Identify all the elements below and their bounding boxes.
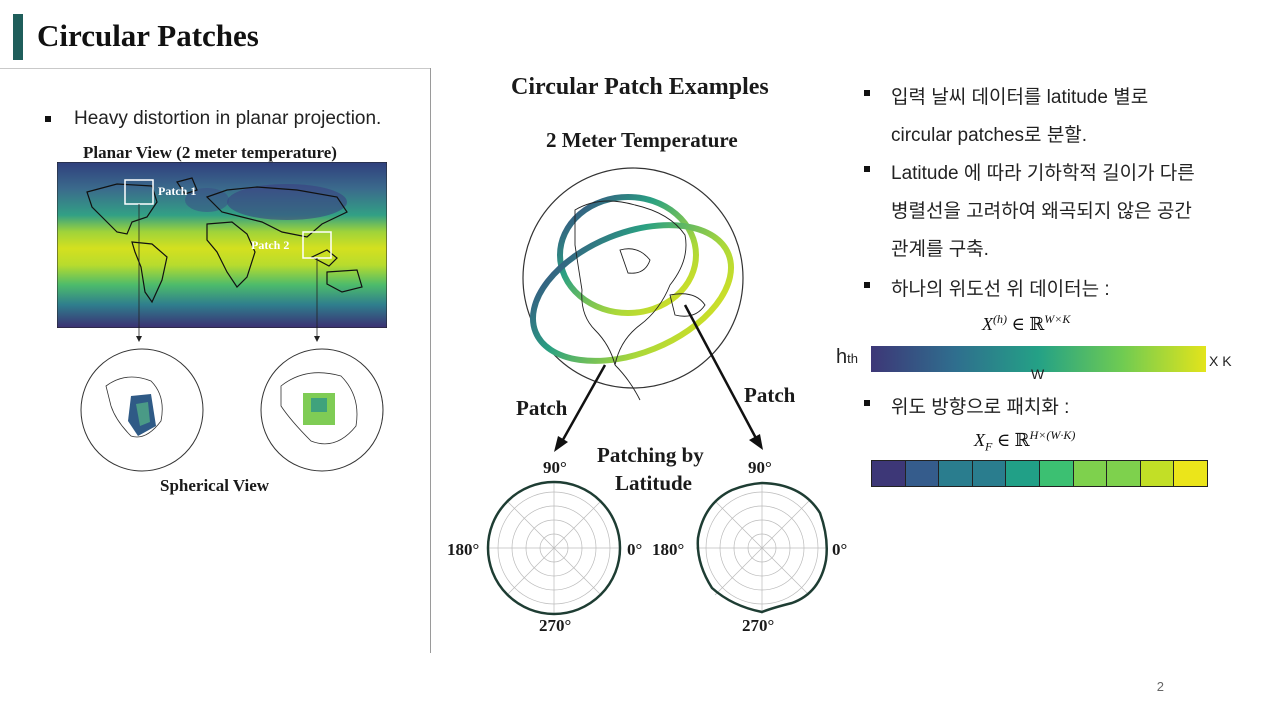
- bullet-marker: [864, 282, 870, 288]
- spherical-view-title: Spherical View: [160, 476, 270, 495]
- bar-xk-label: X K: [1209, 353, 1232, 369]
- right-bullet-2-line-3: 관계를 구축.: [891, 239, 989, 260]
- patch-label-left: Patch: [516, 396, 568, 420]
- bar-h-label: hth: [836, 346, 858, 368]
- polar-plot-left: [486, 480, 622, 616]
- patch-label-right: Patch: [744, 383, 796, 407]
- patch-cell: [905, 461, 940, 486]
- bullet-marker: [864, 166, 870, 172]
- spherical-view-globes: [80, 326, 384, 472]
- polar-right-270: 270°: [742, 616, 775, 635]
- circular-patch-examples-title: Circular Patch Examples: [511, 74, 769, 100]
- polar-left-90: 90°: [543, 458, 567, 477]
- right-bullet-1-line-1: 입력 날씨 데이터를 latitude 별로: [891, 87, 1149, 108]
- slide-title: Circular Patches: [37, 18, 259, 53]
- title-accent-bar: [13, 14, 23, 60]
- formula-patchified: XF ∈ ℝH×(W·K): [974, 428, 1076, 454]
- right-bullet-1-line-2: circular patches로 분할.: [891, 125, 1088, 146]
- column-divider: [430, 68, 431, 653]
- polar-right-0: 0°: [832, 540, 848, 559]
- globe-with-rings: [522, 167, 744, 401]
- polar-left-180: 180°: [447, 540, 480, 559]
- patch-cell: [1006, 461, 1040, 486]
- planar-map: [57, 162, 387, 328]
- left-bullet-text: Heavy distortion in planar projection.: [74, 108, 382, 129]
- patchified-color-bar: [871, 460, 1208, 487]
- patch-cell: [972, 461, 1007, 486]
- polar-right-90: 90°: [748, 458, 772, 477]
- right-bullet-4-line-1: 위도 방향으로 패치화 :: [891, 397, 1070, 418]
- right-bullet-2-line-2: 병렬선을 고려하여 왜곡되지 않은 공간: [891, 201, 1192, 222]
- right-bullet-3-line-1: 하나의 위도선 위 데이터는 :: [891, 279, 1110, 300]
- bullet-marker: [864, 400, 870, 406]
- patch-cell: [872, 461, 906, 486]
- polar-left-0: 0°: [627, 540, 643, 559]
- patch-1-label: Patch 1: [158, 184, 197, 198]
- temperature-subtitle: 2 Meter Temperature: [546, 128, 738, 152]
- patch-cell: [1073, 461, 1108, 486]
- polar-right-180: 180°: [652, 540, 685, 559]
- patch-cell: [1107, 461, 1141, 486]
- formula-single-latitude: X(h) ∈ ℝW×K: [982, 312, 1071, 334]
- planar-view-title: Planar View (2 meter temperature): [83, 143, 337, 162]
- page-number: 2: [1156, 679, 1164, 694]
- latitude-label: Latitude: [615, 471, 693, 495]
- patching-by-label: Patching by: [597, 443, 704, 467]
- patch-cell: [939, 461, 973, 486]
- polar-left-270: 270°: [539, 616, 572, 635]
- patch-arrows: [554, 304, 763, 452]
- patch-2-label: Patch 2: [251, 238, 290, 252]
- patch-cell: [1140, 461, 1175, 486]
- right-bullet-2-line-1: Latitude 에 따라 기하학적 길이가 다른: [891, 163, 1195, 184]
- bar-w-label: W: [1031, 366, 1045, 382]
- polar-plot-right: [696, 481, 828, 614]
- title-divider: [0, 68, 430, 69]
- bullet-marker: [45, 116, 51, 122]
- bullet-marker: [864, 90, 870, 96]
- latitude-gradient-bar: [871, 346, 1206, 372]
- patch-cell: [1174, 461, 1207, 486]
- patch-cell: [1039, 461, 1074, 486]
